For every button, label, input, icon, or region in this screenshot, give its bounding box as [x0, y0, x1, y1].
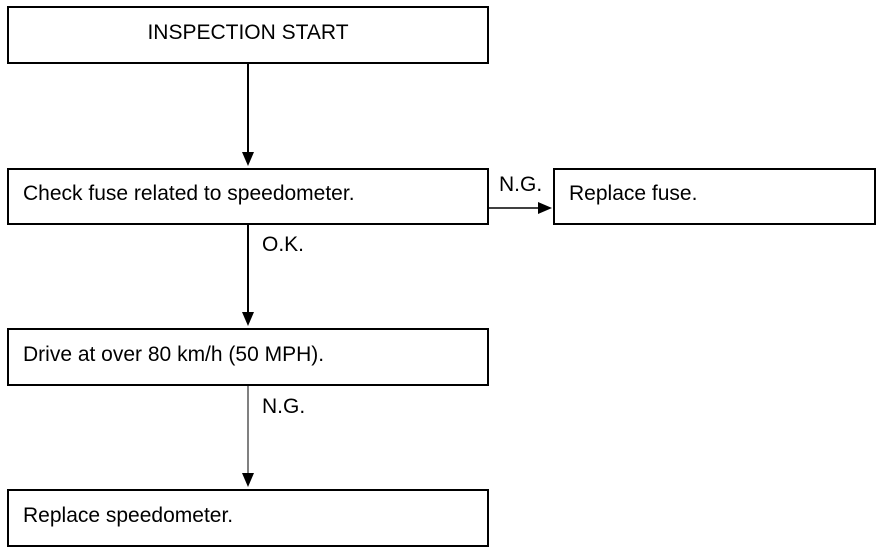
edge-label-fuse-ok: O.K. [262, 233, 305, 256]
arrowhead-replace-fuse [538, 202, 552, 214]
node-drive-test-label: Drive at over 80 km/h (50 MPH). [23, 342, 325, 366]
node-replace-speedometer-label: Replace speedometer. [23, 503, 234, 527]
node-inspection-start-label: INSPECTION START [147, 20, 349, 44]
node-check-fuse: Check fuse related to speedometer. [7, 168, 489, 225]
node-inspection-start: INSPECTION START [7, 6, 489, 64]
arrowhead-replace-speedometer [242, 473, 254, 487]
node-drive-test: Drive at over 80 km/h (50 MPH). [7, 328, 489, 386]
arrowhead-drive [242, 312, 254, 326]
node-replace-fuse-label: Replace fuse. [569, 182, 698, 205]
node-replace-speedometer: Replace speedometer. [7, 489, 489, 547]
edge-label-drive-ng: N.G. [262, 395, 306, 418]
node-replace-fuse: Replace fuse. [553, 168, 876, 225]
node-check-fuse-label: Check fuse related to speedometer. [23, 182, 355, 205]
edge-label-fuse-ng: N.G. [499, 173, 543, 196]
arrowhead-check-fuse [242, 152, 254, 166]
